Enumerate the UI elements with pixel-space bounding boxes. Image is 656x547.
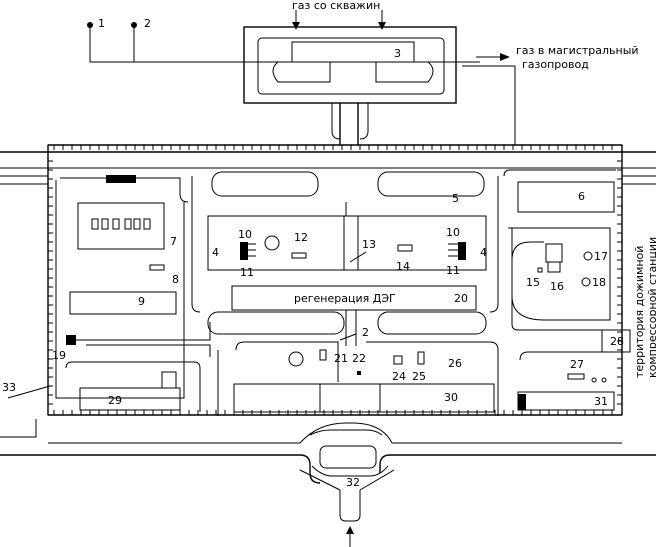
label-19: 19 <box>52 349 66 362</box>
label-18: 18 <box>592 276 606 289</box>
label-13: 13 <box>362 238 376 251</box>
label-27: 27 <box>570 358 584 371</box>
label-10-right: 10 <box>446 226 460 239</box>
label-29: 29 <box>108 394 122 407</box>
label-26: 26 <box>448 357 462 370</box>
label-2-lower: 2 <box>362 326 369 339</box>
label-10-left: 10 <box>238 228 252 241</box>
label-14: 14 <box>396 260 410 273</box>
caption-gas-to-pipeline-2: газопровод <box>522 58 589 71</box>
label-1: 1 <box>98 17 105 30</box>
roads <box>0 151 656 522</box>
label-12: 12 <box>294 231 308 244</box>
label-25: 25 <box>412 370 426 383</box>
label-9: 9 <box>138 295 145 308</box>
label-33: 33 <box>2 381 16 394</box>
caption-gas-from-wells: газ со скважин <box>292 0 380 12</box>
label-3: 3 <box>394 47 401 60</box>
label-32: 32 <box>346 476 360 489</box>
caption-deg-regeneration: регенерация ДЭГ <box>294 292 396 305</box>
label-17: 17 <box>594 250 608 263</box>
label-6: 6 <box>578 190 585 203</box>
label-21: 21 <box>334 352 348 365</box>
label-24: 24 <box>392 370 406 383</box>
label-16: 16 <box>550 280 564 293</box>
label-5: 5 <box>452 192 459 205</box>
caption-gas-to-pipeline-1: газ в магистральный <box>516 44 639 57</box>
label-7: 7 <box>170 235 177 248</box>
central-blocks <box>191 171 499 346</box>
label-4-right: 4 <box>480 246 487 259</box>
label-22: 22 <box>352 352 366 365</box>
gas-pipeline <box>87 10 516 547</box>
leader-33 <box>7 385 51 399</box>
lower-central <box>217 333 499 416</box>
label-11-right: 11 <box>446 264 460 277</box>
label-30: 30 <box>444 391 458 404</box>
label-8: 8 <box>172 273 179 286</box>
caption-compressor-territory-1: территория дожимной <box>633 246 646 378</box>
label-4-left: 4 <box>212 246 219 259</box>
right-zone <box>503 169 631 411</box>
label-20: 20 <box>454 292 468 305</box>
gas-collection-unit-3 <box>243 26 457 145</box>
label-31: 31 <box>594 395 608 408</box>
label-2: 2 <box>144 17 151 30</box>
label-28: 28 <box>610 335 624 348</box>
number-labels: 1 2 3 4 4 5 6 7 8 9 10 10 11 11 12 13 14… <box>2 17 624 489</box>
caption-compressor-territory-2: компрессорной станции <box>646 237 656 378</box>
left-zone <box>55 175 211 412</box>
label-11-left: 11 <box>240 266 254 279</box>
label-15: 15 <box>526 276 540 289</box>
